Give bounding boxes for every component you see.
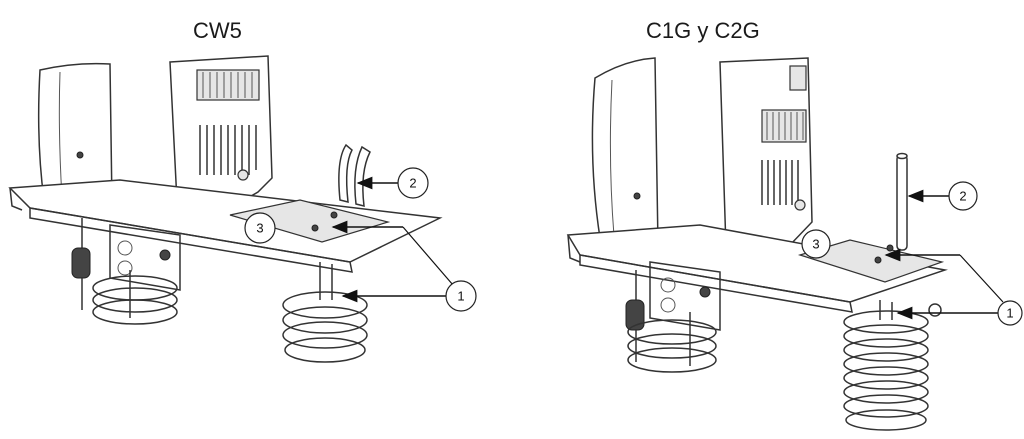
title-c1g-c2g: C1G y C2G [646,18,760,43]
svg-text:1: 1 [457,289,464,304]
title-cw5: CW5 [193,18,242,43]
c1g-c2g-callout-2: 2 [948,181,978,211]
c1g-c2g-callout-3: 3 [801,229,831,259]
cw5-callout-arrows [331,176,454,303]
svg-text:2: 2 [409,176,416,191]
cw5-callout-3: 3 [244,212,276,244]
svg-text:3: 3 [812,237,819,252]
cw5-unit-illustration [8,55,443,363]
svg-text:2: 2 [959,189,966,204]
c1g-c2g-unit-illustration [566,57,948,431]
cw5-callout-1: 1 [445,280,477,312]
c1g-c2g-callout-arrows [884,189,1004,320]
svg-text:1: 1 [1006,306,1013,321]
cw5-callout-2: 2 [397,167,429,199]
c1g-c2g-callout-1: 1 [997,300,1023,326]
svg-text:3: 3 [256,221,263,236]
